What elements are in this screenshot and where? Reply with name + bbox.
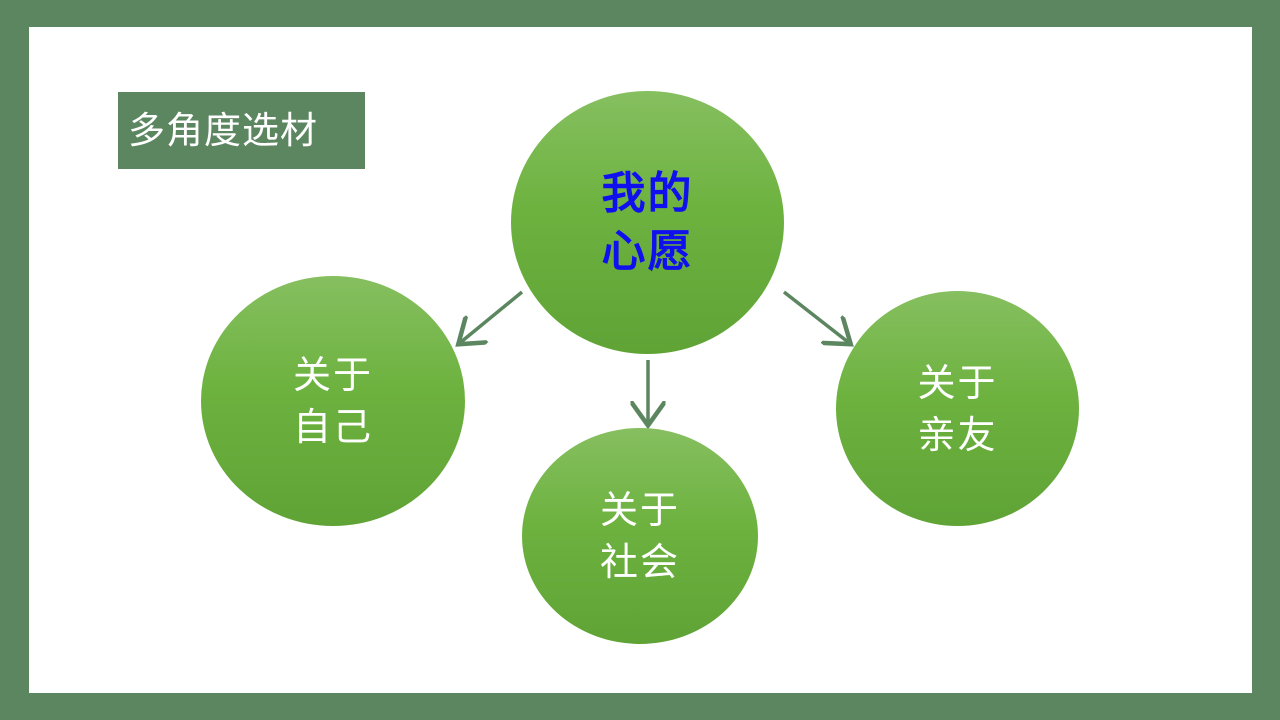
section-title-label: 多角度选材 (118, 92, 365, 169)
node-self-line2: 自己 (292, 405, 373, 449)
center-node-line1: 我的 (601, 167, 694, 219)
node-about-family: 关于 亲友 (836, 291, 1079, 526)
center-node-line2: 心愿 (601, 225, 694, 277)
node-self-line1: 关于 (292, 353, 373, 397)
node-society-line1: 关于 (599, 488, 680, 532)
node-family-line1: 关于 (917, 360, 998, 405)
node-society-line2: 社会 (599, 540, 680, 584)
center-node-my-wish: 我的 心愿 (511, 91, 784, 354)
node-about-society: 关于 社会 (522, 428, 758, 644)
node-family-line2: 亲友 (917, 412, 998, 457)
node-about-self: 关于 自己 (201, 276, 465, 526)
